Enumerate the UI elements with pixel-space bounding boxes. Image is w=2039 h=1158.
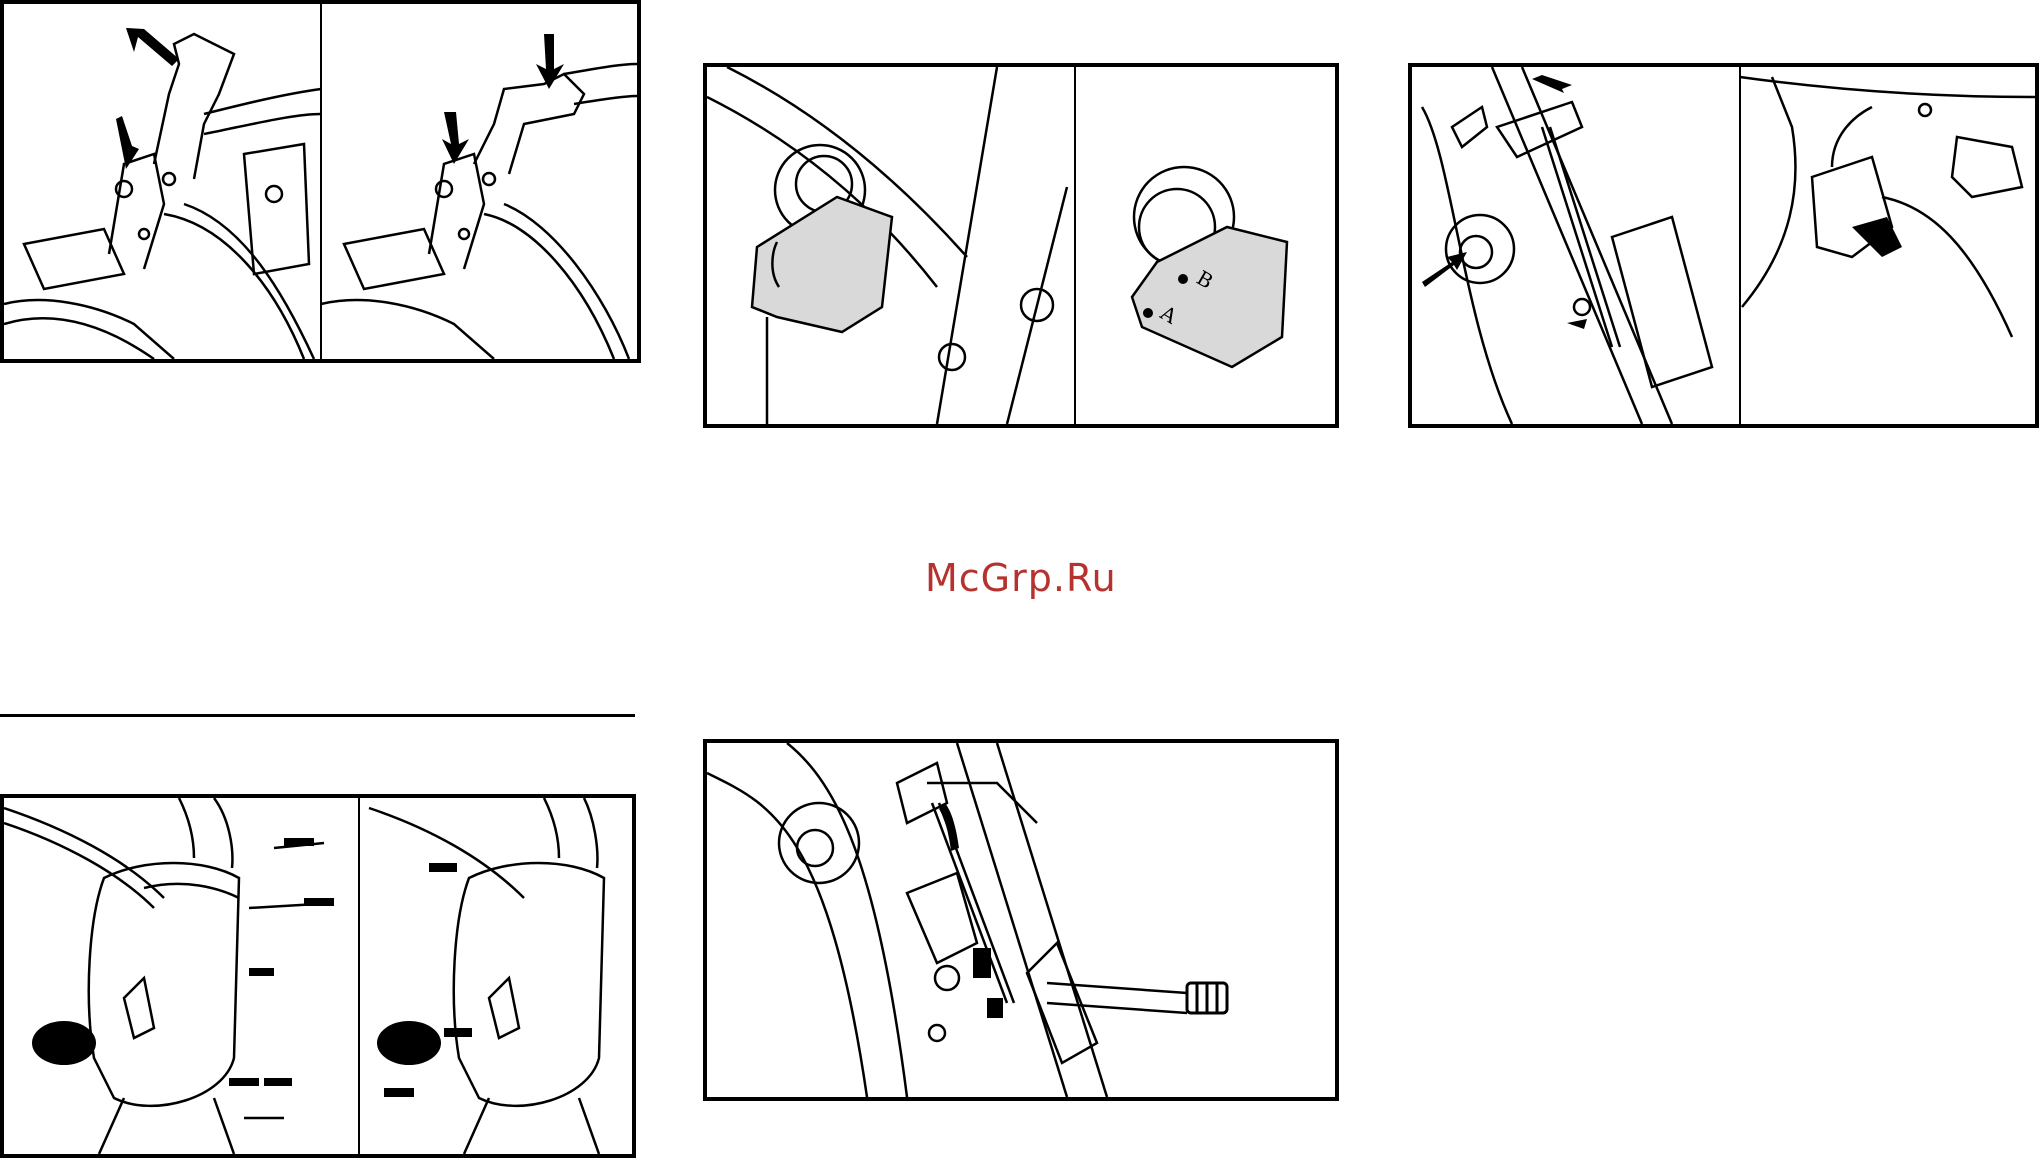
screw-icon	[384, 1088, 414, 1097]
screw-icon	[429, 863, 457, 872]
figure-cable-adjust	[1408, 63, 2039, 428]
hand-pointer-icon	[377, 1021, 441, 1065]
cable-tension-illustration	[707, 743, 1335, 1097]
figure-cable-tension	[703, 739, 1339, 1101]
arrow-up-left-icon	[126, 28, 179, 66]
watermark-text: McGrp.Ru	[925, 556, 1117, 600]
arrow-rotate-icon	[1532, 75, 1572, 93]
screw-icon	[249, 968, 274, 976]
bracket-plate-labeled	[1132, 227, 1287, 367]
handle-lever-illustration	[4, 4, 637, 359]
screw-icon	[284, 838, 314, 846]
screw-icon	[229, 1078, 259, 1086]
handle-housing-illustration	[4, 798, 632, 1154]
cable-bracket-illustration: B A	[707, 67, 1335, 424]
figure-cable-bracket: B A	[703, 63, 1339, 428]
figure-handle-lever	[0, 0, 641, 363]
screw-icon	[444, 1028, 472, 1037]
nut-icon	[987, 998, 1003, 1018]
figure-handle-housing	[0, 794, 636, 1158]
arrow-small-icon	[1567, 319, 1587, 329]
screw-icon	[264, 1078, 292, 1086]
cable-adjust-illustration	[1412, 67, 2035, 424]
screw-icon	[304, 898, 334, 906]
section-divider	[0, 714, 635, 717]
hand-pointer-icon	[32, 1021, 96, 1065]
nut-icon	[973, 948, 991, 978]
arrow-right-icon	[1422, 252, 1467, 287]
arrow-down-icon	[536, 34, 564, 89]
